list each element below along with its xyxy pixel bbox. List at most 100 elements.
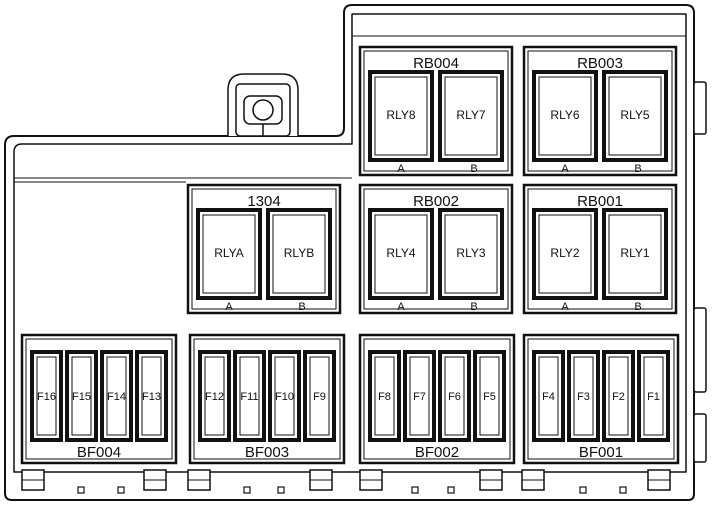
fuse-socket-inner xyxy=(573,356,594,436)
relay-socket xyxy=(196,208,262,300)
relay-position-label: A xyxy=(397,301,405,313)
housing xyxy=(4,4,695,501)
relay-socket-inner xyxy=(608,76,662,156)
relay-position-label: A xyxy=(561,301,569,313)
relay-block-title: RB004 xyxy=(413,55,459,72)
relay-socket-inner xyxy=(538,76,592,156)
bottom-notch xyxy=(411,486,419,494)
fuse-socket-inner xyxy=(309,356,330,436)
fuse-label: F3 xyxy=(577,391,590,403)
relay-label: RLY4 xyxy=(386,246,415,260)
relay-label: RLY8 xyxy=(386,108,415,122)
fuse-socket-inner xyxy=(643,356,664,436)
relay-position-label: A xyxy=(225,301,233,313)
fuse-socket-inner xyxy=(374,356,395,436)
fuse-socket-inner xyxy=(204,356,225,436)
fuse-label: F11 xyxy=(240,391,258,403)
relay-position-label: A xyxy=(561,163,569,175)
relay-block-inner-outline xyxy=(363,50,509,172)
fuse-socket-inner xyxy=(141,356,162,436)
relay-socket-inner xyxy=(202,214,256,294)
side-clip-bottom xyxy=(693,413,707,463)
side-clip-middle xyxy=(693,307,707,393)
fuse-label: F6 xyxy=(448,391,461,403)
relay-socket xyxy=(368,70,434,162)
relay-socket xyxy=(532,70,598,162)
fuse-block-title: BF002 xyxy=(415,444,459,461)
relay-socket xyxy=(438,70,504,162)
fuse-block-title: BF001 xyxy=(579,444,623,461)
relay-socket xyxy=(602,70,668,162)
relay-block-inner-outline xyxy=(527,50,673,172)
fuse-block-inner-outline xyxy=(193,338,341,460)
relay-label: RLY2 xyxy=(550,246,579,260)
relay-socket-inner xyxy=(608,214,662,294)
side-clips xyxy=(693,81,707,463)
relay-socket xyxy=(266,208,332,300)
relay-blocks: RB004RLY8ARLY7BRB003RLY6ARLY5B1304RLYAAR… xyxy=(186,45,678,315)
fuse-block-inner-outline xyxy=(363,338,511,460)
relay-socket-inner xyxy=(374,214,428,294)
bottom-notch xyxy=(77,486,85,494)
fuse-socket-inner xyxy=(409,356,430,436)
fuse-socket-inner xyxy=(538,356,559,436)
housing-outer xyxy=(4,4,695,501)
bottom-notch xyxy=(447,486,455,494)
fuse-socket-inner xyxy=(106,356,127,436)
bottom-notch xyxy=(579,486,587,494)
relay-position-label: B xyxy=(634,301,641,313)
fuse-socket-inner xyxy=(71,356,92,436)
relay-block-inner-outline xyxy=(363,188,509,310)
fuse-socket-inner xyxy=(36,356,57,436)
fuse-block-inner-outline xyxy=(527,338,675,460)
relay-label: RLYA xyxy=(214,246,244,260)
relay-socket-inner xyxy=(444,76,498,156)
relay-socket-inner xyxy=(538,214,592,294)
fuse-label: F15 xyxy=(72,391,91,403)
relay-block-title: RB002 xyxy=(413,193,459,210)
relay-label: RLYB xyxy=(284,246,314,260)
relay-block-inner-outline xyxy=(191,188,337,310)
relay-socket-inner xyxy=(272,214,326,294)
relay-label: RLY1 xyxy=(620,246,649,260)
mounting-tab-hole xyxy=(252,99,274,121)
bottom-clips xyxy=(21,469,671,494)
fuse-label: F2 xyxy=(612,391,625,403)
relay-position-label: B xyxy=(634,163,641,175)
fuse-socket-inner xyxy=(444,356,465,436)
fuse-label: F14 xyxy=(107,391,126,403)
fuse-label: F8 xyxy=(378,391,391,403)
fuse-label: F7 xyxy=(413,391,426,403)
bottom-notch xyxy=(277,486,285,494)
relay-label: RLY7 xyxy=(456,108,485,122)
relay-socket-inner xyxy=(374,76,428,156)
fuse-block-title: BF004 xyxy=(77,444,121,461)
fuse-socket-inner xyxy=(274,356,295,436)
relay-position-label: B xyxy=(470,301,477,313)
relay-socket xyxy=(438,208,504,300)
relay-socket xyxy=(602,208,668,300)
relay-socket-inner xyxy=(444,214,498,294)
relay-position-label: B xyxy=(470,163,477,175)
relay-block-inner-outline xyxy=(527,188,673,310)
relay-block-title: RB003 xyxy=(577,55,623,72)
housing-inner xyxy=(13,13,687,473)
fuse-socket-inner xyxy=(608,356,629,436)
fuse-block-inner-outline xyxy=(25,338,173,460)
bottom-notch xyxy=(117,486,125,494)
fuse-block-title: BF003 xyxy=(245,444,289,461)
fuse-label: F9 xyxy=(313,391,326,403)
relay-block-title: 1304 xyxy=(247,193,280,210)
fuse-label: F4 xyxy=(542,391,555,403)
relay-label: RLY3 xyxy=(456,246,485,260)
